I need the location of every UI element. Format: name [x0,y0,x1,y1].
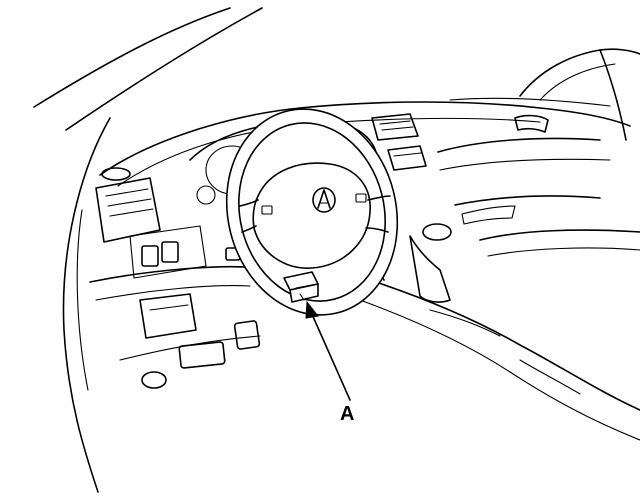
center-console [359,223,640,441]
passenger-dash [437,114,640,257]
right-window-frame [519,48,640,141]
center-vents [371,113,427,171]
pedals [119,320,261,389]
callout-arrow [305,300,351,401]
left-vent [95,167,161,243]
door-frame [62,117,111,493]
steering-wheel [225,108,399,316]
component-a [283,271,319,303]
a-pillar [33,7,263,131]
callout-label-a: A [340,403,355,425]
switch-panel [129,225,241,279]
emblem [312,187,336,213]
